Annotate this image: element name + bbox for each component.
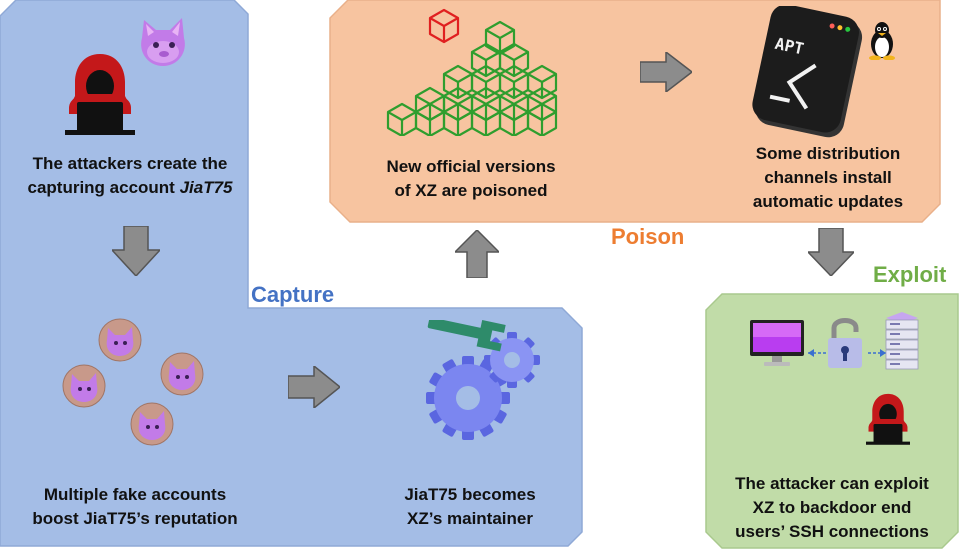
caption-boost-reputation: Multiple fake accounts boost JiaT75’s re… [10,483,260,531]
hacker-icon [65,54,135,135]
stage-label-exploit: Exploit [873,262,947,287]
fake-account-avatar-icon [141,18,185,66]
apt-terminal-icon: APT [752,6,863,138]
stage-label-capture: Capture [251,282,335,307]
arrow-icon [112,226,160,276]
arrow-icon [288,366,340,408]
caption-becomes-maintainer: JiaT75 becomes XZ’s maintainer [380,483,560,531]
link-arrows [808,349,886,357]
fake-account-avatar-icon [98,318,142,362]
stage-label-poison: Poison [611,224,685,249]
caption-line: channels install [764,168,892,187]
linux-tux-icon [869,22,895,60]
caption-line: The attackers create the [32,154,228,173]
caption-line: users’ SSH connections [735,522,929,541]
gear-small [484,332,540,388]
arrow-icon [640,52,692,92]
arrow-icon [455,230,499,278]
hacker-icon [866,393,910,445]
fake-account-avatar-icon [130,402,174,446]
caption-line: The attacker can exploit [735,474,929,493]
gear-large [426,356,510,440]
caption-versions-poisoned: New official versions of XZ are poisoned [376,155,566,203]
fake-account-avatar-icon [62,364,106,408]
caption-line: XZ’s maintainer [407,509,533,528]
server-icon [885,312,919,370]
monitor-icon [750,320,804,366]
cubes-pyramid-icon [386,8,558,136]
caption-line-part: capturing account [27,178,175,197]
fake-account-avatar-icon [160,352,204,396]
caption-create-account: The attackers create the capturing accou… [10,152,250,200]
caption-line: XZ to backdoor end [752,498,912,517]
padlock-icon [828,318,862,368]
caption-line: New official versions [386,157,556,176]
caption-automatic-updates: Some distribution channels install autom… [728,142,928,214]
account-name: JiaT75 [179,178,233,197]
caption-line: of XZ are poisoned [394,181,548,200]
caption-line: capturing account JiaT75 [10,176,250,200]
caption-line: automatic updates [752,192,904,211]
caption-line: JiaT75 becomes [404,485,536,504]
caption-line: boost JiaT75’s reputation [32,509,238,528]
wrench [427,320,506,352]
caption-exploit-ssh: The attacker can exploit XZ to backdoor … [712,472,952,544]
caption-line: Multiple fake accounts [43,485,227,504]
fake-accounts-group [62,318,204,446]
gears-wrench-icon [426,320,540,440]
arrow-icon [808,228,854,276]
caption-line: Some distribution [755,144,901,163]
